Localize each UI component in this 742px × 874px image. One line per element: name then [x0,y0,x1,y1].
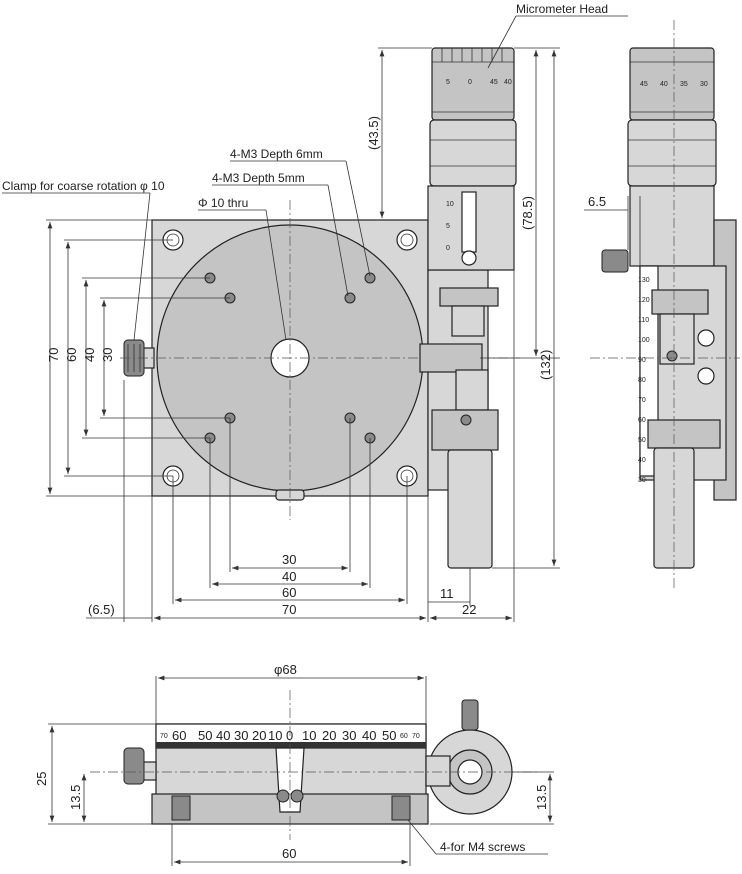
ss-50: 50 [638,437,646,444]
rs-7: 0 [286,728,293,743]
label-m3-depth5: 4-M3 Depth 5mm [212,171,305,185]
dim-h60: 60 [282,585,296,600]
vernier-10: 10 [446,201,454,208]
ss-120: 120 [638,297,650,304]
dim-70: 70 [46,348,61,362]
dim-78-5: (78.5) [520,196,535,230]
vernier-0: 0 [446,245,450,252]
side-mic-0: 45 [640,81,648,88]
rotary-scale: 70 60 50 40 30 20 10 0 10 20 30 40 50 60… [156,728,426,748]
dim-offset: (6.5) [88,602,115,617]
dim-30: 30 [100,348,115,362]
ss-80: 80 [638,377,646,384]
rs-8: 10 [302,728,316,743]
rs-10: 30 [342,728,356,743]
rs-4: 30 [234,728,248,743]
rs-13: 60 [400,733,408,740]
right-dimensions: (43.5) (78.5) (132) [366,47,560,569]
side-view: 45 40 35 30 130 120 110 100 90 80 70 60 … [584,20,740,590]
ss-90: 90 [638,357,646,364]
rs-1: 60 [172,728,186,743]
rs-9: 20 [322,728,336,743]
label-thru: Φ 10 thru [198,196,248,210]
rs-3: 40 [216,728,230,743]
dim-43-5: (43.5) [366,116,381,150]
micrometer-assembly: 5 0 45 40 10 5 0 [419,47,517,569]
rs-6: 10 [268,728,282,743]
rs-12: 50 [382,728,396,743]
rs-2: 50 [198,728,212,743]
rs-0: 70 [160,733,168,740]
front-view: 70 60 50 40 30 20 10 0 10 20 30 40 50 60… [34,662,554,866]
ss-110: 110 [638,317,649,324]
dim-h30: 30 [282,552,296,567]
dim-h70: 70 [282,602,296,617]
vernier-5: 5 [446,223,450,230]
left-dimensions: 70 60 40 30 [46,219,230,497]
dim-bottom-60: 60 [282,846,296,861]
mic-scale-1: 0 [468,79,472,86]
knurl [441,48,503,62]
dim-h40: 40 [282,569,296,584]
label-clamp: Clamp for coarse rotation φ 10 [2,179,165,193]
ss-40: 40 [638,457,646,464]
ss-60: 60 [638,417,646,424]
dim-13-5-left: 13.5 [68,785,83,810]
label-micrometer-head: Micrometer Head [516,2,608,16]
dim-25: 25 [34,772,49,786]
side-mic-1: 40 [660,81,668,88]
bottom-dimensions: 30 40 60 70 (6.5) 11 22 [86,188,515,622]
mic-scale-2: 45 [490,79,498,86]
ss-130: 130 [638,277,650,284]
mic-scale-0: 5 [446,79,450,86]
dim-22: 22 [462,602,476,617]
rs-11: 40 [362,728,376,743]
ss-100: 100 [638,337,650,344]
dim-phi68: φ68 [274,662,297,677]
side-mic-3: 30 [700,81,708,88]
ss-70: 70 [638,397,646,404]
dim-11: 11 [440,586,454,601]
tapped-holes [204,272,376,444]
dim-60: 60 [64,348,79,362]
side-mic-2: 35 [680,81,688,88]
rs-14: 70 [412,733,420,740]
mic-scale-3: 40 [504,79,512,86]
top-view: 5 0 45 40 10 5 0 Micrometer Head 4-M3 D [2,2,628,622]
dim-13-5-right: 13.5 [534,785,549,810]
rs-5: 20 [252,728,266,743]
side-scale: 130 120 110 100 90 80 70 60 50 40 30 [638,277,650,484]
dim-6-5: 6.5 [588,194,606,209]
ss-30: 30 [638,477,646,484]
dim-132: (132) [538,350,553,380]
label-m4-screws: 4-for M4 screws [440,840,525,854]
dim-40: 40 [82,348,97,362]
label-m3-depth6: 4-M3 Depth 6mm [230,147,323,161]
